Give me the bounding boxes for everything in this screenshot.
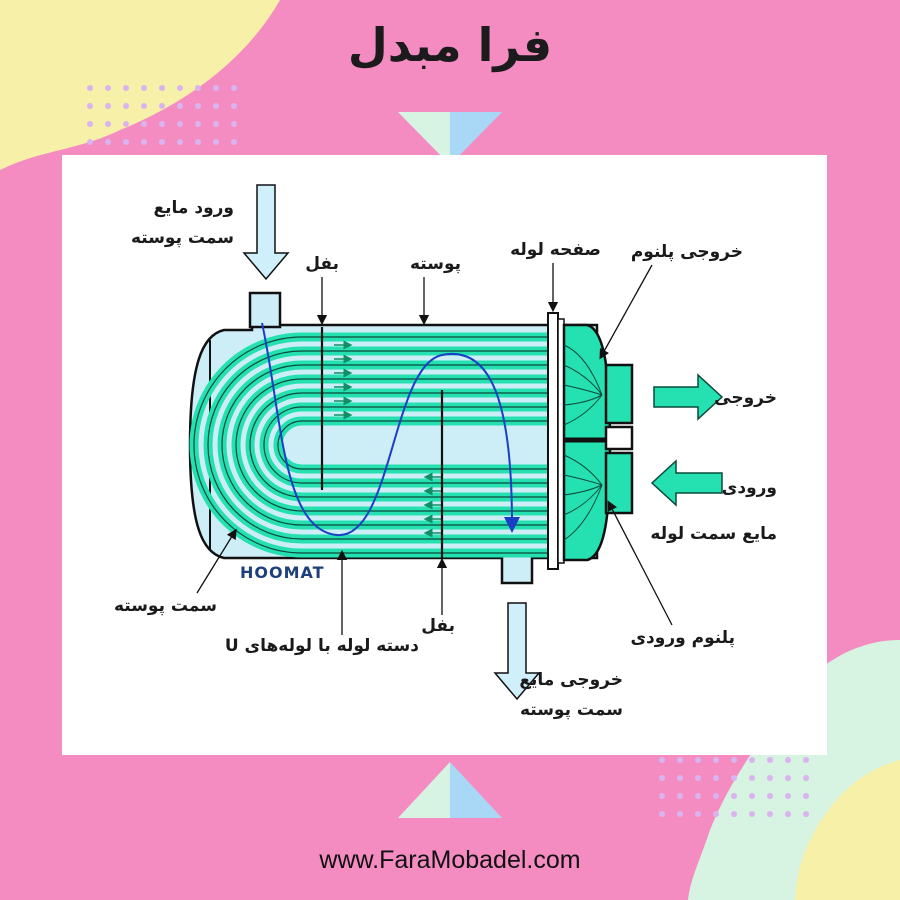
label-shell: پوسته	[409, 254, 461, 274]
label-outlet: خروجی	[714, 388, 777, 408]
label-tube-sheet: صفحه لوله	[510, 240, 601, 260]
label-shell-inlet-1: ورود مایع	[153, 198, 234, 218]
heat-exchanger-diagram	[188, 184, 724, 701]
tube-inlet-nozzle	[604, 451, 634, 515]
shell-flow-path	[261, 322, 520, 537]
label-inlet-plenum: پلنوم ورودی	[630, 628, 735, 648]
footer-website-url: www.FaraMobadel.com	[319, 846, 581, 874]
shell-inlet-nozzle	[248, 291, 282, 329]
diagram-panel: ورود مایع سمت پوسته بفل پوسته صفحه لوله …	[62, 155, 827, 755]
label-baffle-bottom: بفل	[421, 616, 455, 636]
shell-outlet-nozzle	[500, 553, 534, 585]
label-baffle-top: بفل	[305, 254, 339, 274]
label-u-tube-bundle: دسته لوله با لوله‌های U	[224, 636, 419, 656]
label-shell-outlet-1: خروجی مایع	[519, 670, 623, 690]
label-shell-outlet-2: سمت پوسته	[519, 700, 623, 720]
shell-inlet-arrow	[242, 184, 290, 281]
label-outlet-plenum: خروجی پلنوم	[630, 242, 743, 262]
tube-sheet	[547, 312, 559, 570]
tube-outlet-nozzle	[604, 363, 634, 425]
tube-inlet-arrow	[650, 459, 723, 507]
label-tube-side-fluid: مایع سمت لوله	[650, 524, 777, 544]
label-inlet: ورودی	[721, 478, 777, 498]
watermark-logo: HOOMAT	[240, 563, 325, 582]
label-shell-inlet-2: سمت پوسته	[130, 228, 234, 248]
shell-outlet-arrow	[493, 602, 541, 701]
label-shell-side: سمت پوسته	[113, 596, 217, 616]
tube-outlet-arrow	[653, 373, 724, 421]
brand-title: فرا مبدل	[347, 18, 553, 72]
